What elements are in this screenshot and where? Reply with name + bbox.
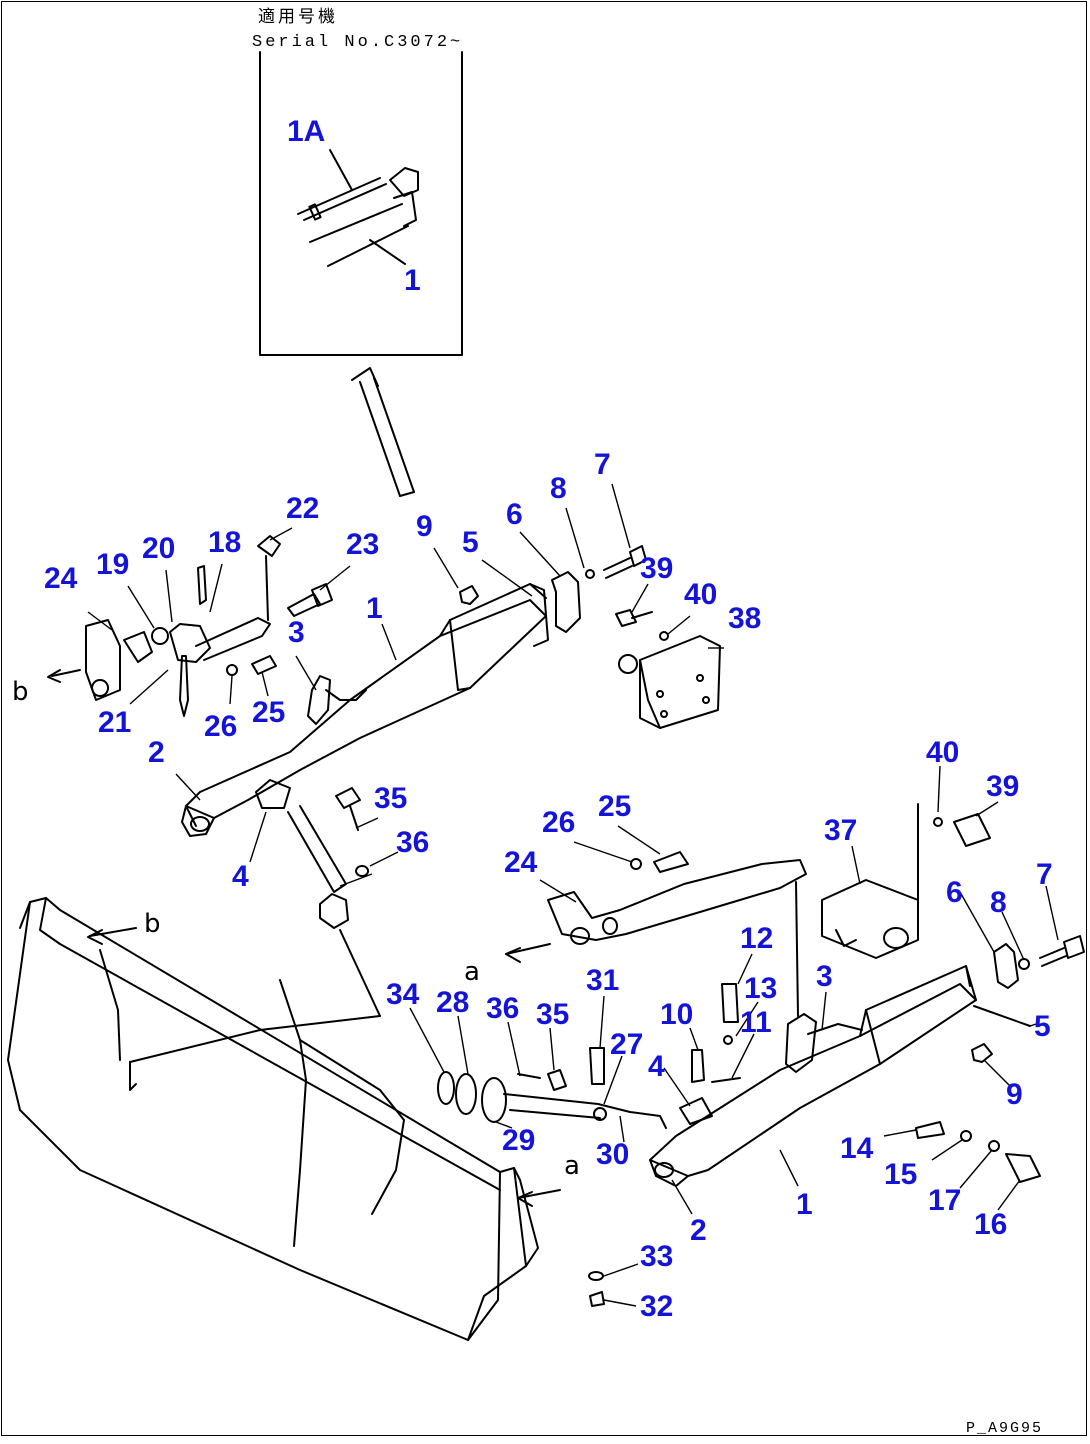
bucket-drawing	[7, 897, 539, 1341]
callout-15: 15	[884, 1158, 917, 1191]
callout-2: 2	[148, 736, 165, 769]
callout-5: 5	[462, 526, 479, 559]
callout-10: 10	[660, 998, 693, 1031]
callout-6-lower: 6	[946, 876, 963, 909]
callout-8-lower: 8	[990, 886, 1007, 919]
inset-serial-label: Serial No.C3072~	[252, 33, 463, 52]
callout-36: 36	[396, 826, 429, 859]
callout-7-lower: 7	[1036, 858, 1053, 891]
upper-assembly-drawing	[85, 535, 721, 929]
inset-box	[259, 51, 463, 356]
callout-36-lower: 36	[486, 992, 519, 1025]
callout-7: 7	[594, 448, 611, 481]
callout-4-lower: 4	[648, 1050, 665, 1083]
callout-17: 17	[928, 1184, 961, 1217]
callout-33: 33	[640, 1240, 673, 1273]
callout-20: 20	[142, 532, 175, 565]
callout-22: 22	[286, 492, 319, 525]
callout-24-lower: 24	[504, 846, 538, 879]
view-label-b-upper: b	[12, 677, 29, 707]
serial-inset: 適用号機 Serial No.C3072~ 1A 1	[252, 7, 463, 356]
callout-26: 26	[204, 710, 237, 743]
view-label-a-link: a	[464, 957, 480, 987]
callout-4: 4	[232, 860, 249, 893]
view-label-a-bucket: a	[564, 1151, 580, 1181]
callout-2-lower: 2	[690, 1214, 707, 1247]
callout-27: 27	[610, 1028, 643, 1061]
callout-26-lower: 26	[542, 806, 575, 839]
callout-1-lower: 1	[796, 1188, 813, 1221]
callout-19: 19	[96, 548, 129, 581]
callout-25-lower: 25	[598, 790, 631, 823]
callout-numbers: 22 23 24 19 20 18 21 26 25 2 3 1 9 5 6 8…	[44, 448, 1053, 1323]
callout-25: 25	[252, 696, 285, 729]
callout-39: 39	[640, 552, 673, 585]
callout-35: 35	[374, 782, 407, 815]
callout-30: 30	[596, 1138, 629, 1171]
callout-28: 28	[436, 986, 469, 1019]
callout-29: 29	[502, 1124, 535, 1157]
callout-12: 12	[740, 922, 773, 955]
callout-37: 37	[824, 814, 857, 847]
figure-code: P_A9G95	[966, 1420, 1043, 1437]
callout-9-lower: 9	[1006, 1078, 1023, 1111]
callout-5-lower: 5	[1034, 1010, 1051, 1043]
callout-3: 3	[288, 616, 305, 649]
callout-21: 21	[98, 706, 131, 739]
callout-23: 23	[346, 528, 379, 561]
callout-34: 34	[386, 978, 420, 1011]
callout-39-lower: 39	[986, 770, 1019, 803]
view-label-b-bucket: b	[144, 909, 161, 939]
callout-32: 32	[640, 1290, 673, 1323]
callout-1-inset: 1	[404, 264, 421, 297]
callout-6: 6	[506, 498, 523, 531]
callout-35-lower: 35	[536, 998, 569, 1031]
callout-3-lower: 3	[816, 960, 833, 993]
inset-heading: 適用号機	[258, 7, 338, 28]
callout-1: 1	[366, 592, 383, 625]
callout-31: 31	[586, 964, 619, 997]
inset-pointer-arrow	[351, 367, 415, 497]
callout-11: 11	[740, 1006, 772, 1039]
callout-1A: 1A	[287, 115, 325, 148]
callout-13: 13	[744, 972, 777, 1005]
callout-8: 8	[550, 472, 567, 505]
callout-38: 38	[728, 602, 761, 635]
callout-14: 14	[840, 1132, 874, 1165]
callout-24: 24	[44, 562, 78, 595]
callout-40-lower: 40	[926, 736, 959, 769]
callout-18: 18	[208, 526, 241, 559]
callout-40: 40	[684, 578, 717, 611]
lower-assembly-drawing	[437, 803, 1085, 1307]
callout-16: 16	[974, 1208, 1007, 1241]
callout-9: 9	[416, 510, 433, 543]
